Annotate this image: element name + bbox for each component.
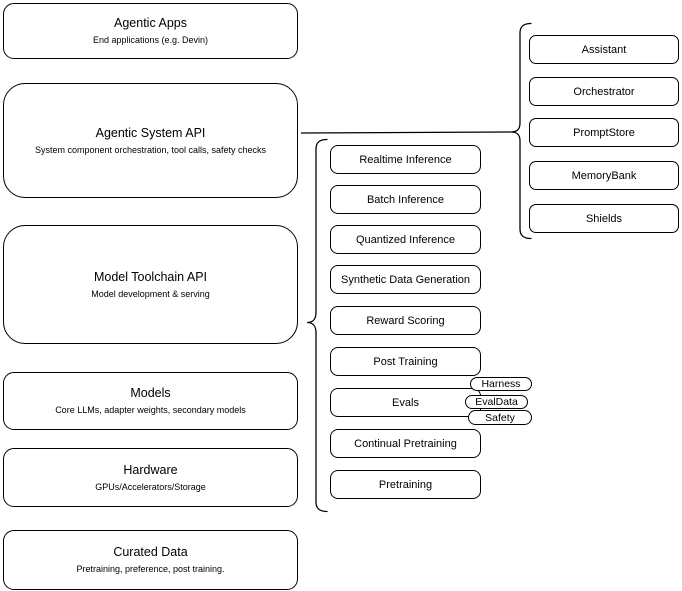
node-subtitle: Core LLMs, adapter weights, secondary mo… — [55, 405, 246, 415]
node-subtitle: GPUs/Accelerators/Storage — [95, 481, 206, 492]
node-title: Models — [130, 386, 171, 400]
node-label: Orchestrator — [573, 85, 635, 98]
node-label: Reward Scoring — [366, 314, 445, 327]
node-evals: Evals — [330, 388, 481, 417]
pill-harness: Harness — [470, 377, 532, 391]
node-model-toolchain-api: Model Toolchain API Model development & … — [3, 225, 298, 344]
node-agentic-apps: Agentic Apps End applications (e.g. Devi… — [3, 3, 298, 59]
node-label: Evals — [392, 396, 419, 409]
pill-label: Harness — [481, 378, 521, 390]
node-title: Model Toolchain API — [93, 269, 208, 284]
node-synthetic-data-generation: Synthetic Data Generation — [330, 265, 481, 294]
node-memorybank: MemoryBank — [529, 161, 679, 190]
node-label: MemoryBank — [571, 169, 637, 182]
node-shields: Shields — [529, 204, 679, 233]
node-label: Continual Pretraining — [354, 437, 457, 450]
pill-evaldata: EvalData — [465, 395, 528, 409]
node-orchestrator: Orchestrator — [529, 77, 679, 106]
node-title: Curated Data — [113, 545, 188, 559]
node-label: PromptStore — [573, 126, 635, 139]
connector-line-system-api — [300, 131, 512, 134]
node-realtime-inference: Realtime Inference — [330, 145, 481, 174]
node-subtitle: System component orchestration, tool cal… — [34, 144, 267, 155]
pill-label: Safety — [485, 411, 515, 424]
pill-safety: Safety — [468, 410, 532, 425]
node-quantized-inference: Quantized Inference — [330, 225, 481, 254]
node-curated-data: Curated Data Pretraining, preference, po… — [3, 530, 298, 590]
node-label: Pretraining — [378, 478, 433, 491]
pill-label: EvalData — [475, 396, 518, 408]
node-assistant: Assistant — [529, 35, 679, 64]
node-hardware: Hardware GPUs/Accelerators/Storage — [3, 448, 298, 507]
node-batch-inference: Batch Inference — [330, 185, 481, 214]
curly-brace-system-components — [510, 22, 532, 240]
node-label: Post Training — [373, 355, 438, 368]
node-title: Agentic Apps — [114, 16, 187, 30]
node-pretraining: Pretraining — [330, 470, 481, 499]
node-label: Shields — [585, 212, 623, 225]
curly-brace-toolchain — [306, 138, 328, 513]
node-label: Assistant — [581, 43, 627, 56]
node-label: Synthetic Data Generation — [340, 273, 471, 286]
node-subtitle: Pretraining, preference, post training. — [76, 564, 225, 574]
node-reward-scoring: Reward Scoring — [330, 306, 481, 335]
node-label: Quantized Inference — [355, 233, 456, 246]
node-label: Batch Inference — [366, 193, 445, 206]
node-continual-pretraining: Continual Pretraining — [330, 429, 481, 458]
node-post-training: Post Training — [330, 347, 481, 376]
node-promptstore: PromptStore — [529, 118, 679, 147]
node-title: Agentic System API — [95, 125, 206, 140]
node-label: Realtime Inference — [359, 153, 452, 166]
node-subtitle: Model development & serving — [91, 288, 210, 299]
node-models: Models Core LLMs, adapter weights, secon… — [3, 372, 298, 430]
node-agentic-system-api: Agentic System API System component orch… — [3, 83, 298, 198]
node-title: Hardware — [123, 462, 178, 477]
node-subtitle: End applications (e.g. Devin) — [92, 35, 209, 45]
